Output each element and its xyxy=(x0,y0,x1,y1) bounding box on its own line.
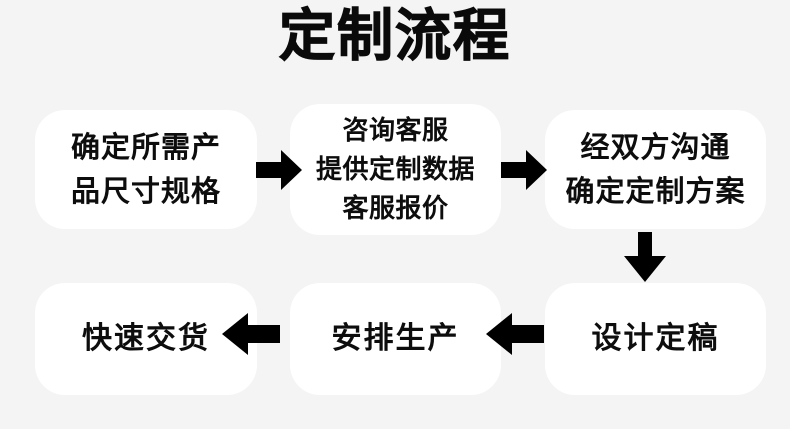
flow-step-line: 咨询客服 xyxy=(342,115,449,145)
arrow-down-icon xyxy=(621,232,669,282)
arrow-left-icon xyxy=(486,310,544,358)
arrow-left-icon xyxy=(222,310,280,358)
flow-step-consult-customer-service: 咨询客服 提供定制数据 客服报价 xyxy=(290,104,501,235)
arrow-right-icon xyxy=(501,146,547,194)
flow-step-line: 确定定制方案 xyxy=(565,175,746,208)
flow-step-line: 安排生产 xyxy=(331,322,460,355)
flow-step-line: 提供定制数据 xyxy=(315,154,475,184)
flow-step-line: 设计定稿 xyxy=(591,322,720,355)
flow-step-design-finalized: 设计定稿 xyxy=(545,283,766,395)
flow-step-line: 确定所需产 xyxy=(70,131,221,164)
arrow-right-icon xyxy=(256,146,302,194)
flow-step-confirm-product-spec: 确定所需产 品尺寸规格 xyxy=(35,110,257,229)
page-title: 定制流程 xyxy=(278,3,511,67)
flow-step-line: 客服报价 xyxy=(342,193,449,223)
flow-step-fast-delivery: 快速交货 xyxy=(35,283,257,395)
flow-step-arrange-production: 安排生产 xyxy=(290,283,501,395)
flow-step-line: 快速交货 xyxy=(82,322,210,355)
flow-step-line: 经双方沟通 xyxy=(580,131,731,164)
flow-step-line: 品尺寸规格 xyxy=(70,175,221,208)
flow-step-confirm-custom-plan: 经双方沟通 确定定制方案 xyxy=(545,110,766,229)
